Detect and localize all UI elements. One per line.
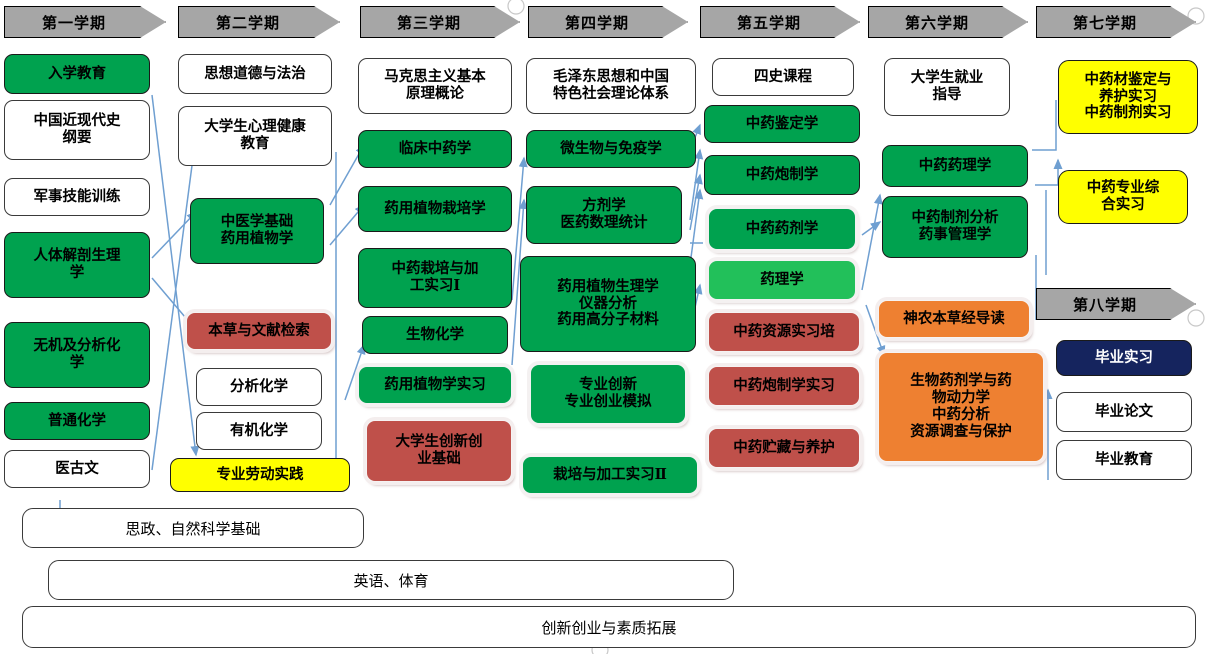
course-box[interactable]: 神农本草经导读 [878, 300, 1030, 338]
course-box[interactable]: 无机及分析化 学 [4, 322, 150, 388]
course-box[interactable]: 临床中药学 [358, 130, 512, 168]
course-box[interactable]: 专业劳动实践 [170, 458, 350, 492]
bottom-bar-label: 思政、自然科学基础 [125, 521, 261, 538]
course-box[interactable]: 中药药理学 [882, 145, 1028, 187]
semester-header-2[interactable]: 第二学期 [178, 6, 340, 38]
course-box[interactable]: 药用植物学实习 [358, 366, 512, 404]
course-box[interactable]: 中药制剂分析 药事管理学 [882, 196, 1028, 258]
course-box[interactable]: 中药鉴定学 [704, 105, 860, 143]
course-box[interactable]: 入学教育 [4, 54, 150, 94]
course-box[interactable]: 中药药剂学 [708, 208, 856, 250]
course-box[interactable]: 药理学 [708, 260, 856, 300]
course-box[interactable]: 四史课程 [712, 58, 854, 96]
course-box[interactable]: 普通化学 [4, 402, 150, 440]
semester-header-7[interactable]: 第七学期 [1036, 6, 1196, 38]
course-box[interactable]: 大学生就业 指导 [884, 58, 1010, 116]
course-box[interactable]: 马克思主义基本 原理概论 [358, 58, 512, 114]
course-box[interactable]: 专业创新 专业创业模拟 [530, 364, 686, 424]
course-box[interactable]: 中国近现代史 纲要 [4, 100, 150, 160]
course-box[interactable]: 分析化学 [196, 368, 322, 406]
semester-header-6[interactable]: 第六学期 [868, 6, 1028, 38]
course-box[interactable]: 中药贮藏与养护 [708, 428, 860, 468]
course-box[interactable]: 中药栽培与加 工实习Ⅰ [358, 248, 512, 308]
course-box[interactable]: 毕业实习 [1056, 340, 1192, 376]
bottom-bar-foundation[interactable]: 思政、自然科学基础 [22, 508, 364, 548]
course-box[interactable]: 中药炮制学实习 [708, 366, 860, 406]
course-box[interactable]: 军事技能训练 [4, 178, 150, 216]
course-box[interactable]: 思想道德与法治 [178, 54, 332, 94]
semester-header-3[interactable]: 第三学期 [360, 6, 520, 38]
course-box[interactable]: 药用植物生理学 仪器分析 药用高分子材料 [520, 256, 696, 352]
course-box[interactable]: 生物药剂学与药 物动力学 中药分析 资源调查与保护 [878, 352, 1044, 462]
semester-header-4[interactable]: 第四学期 [528, 6, 688, 38]
course-box[interactable]: 有机化学 [196, 412, 322, 450]
semester-header-8[interactable]: 第八学期 [1036, 288, 1196, 320]
course-box[interactable]: 方剂学 医药数理统计 [526, 186, 682, 244]
course-box[interactable]: 中药炮制学 [704, 155, 860, 195]
course-box[interactable]: 毕业教育 [1056, 440, 1192, 480]
bottom-bar-label: 创新创业与素质拓展 [541, 620, 677, 637]
course-box[interactable]: 中药专业综 合实习 [1058, 170, 1188, 224]
course-box[interactable]: 毛泽东思想和中国 特色社会理论体系 [526, 58, 696, 114]
bottom-bar-english-pe[interactable]: 英语、体育 [48, 560, 734, 600]
course-box[interactable]: 本草与文献检索 [186, 312, 332, 350]
course-box[interactable]: 大学生创新创 业基础 [366, 420, 512, 482]
bottom-bar-label: 英语、体育 [353, 573, 429, 590]
course-box[interactable]: 微生物与免疫学 [526, 130, 696, 168]
bottom-bar-innovation[interactable]: 创新创业与素质拓展 [22, 606, 1196, 648]
course-box[interactable]: 人体解剖生理 学 [4, 232, 150, 298]
course-box[interactable]: 中药材鉴定与 养护实习 中药制剂实习 [1058, 60, 1198, 134]
course-box[interactable]: 药用植物栽培学 [358, 186, 512, 232]
course-box[interactable]: 生物化学 [362, 316, 508, 354]
course-box[interactable]: 栽培与加工实习Ⅱ [522, 456, 698, 494]
course-box[interactable]: 毕业论文 [1056, 392, 1192, 432]
course-box[interactable]: 大学生心理健康 教育 [178, 106, 332, 166]
course-box[interactable]: 中药资源实习培 [708, 312, 860, 352]
semester-header-1[interactable]: 第一学期 [4, 6, 166, 38]
course-box[interactable]: 医古文 [4, 450, 150, 488]
semester-header-5[interactable]: 第五学期 [700, 6, 860, 38]
course-box[interactable]: 中医学基础 药用植物学 [190, 198, 324, 264]
